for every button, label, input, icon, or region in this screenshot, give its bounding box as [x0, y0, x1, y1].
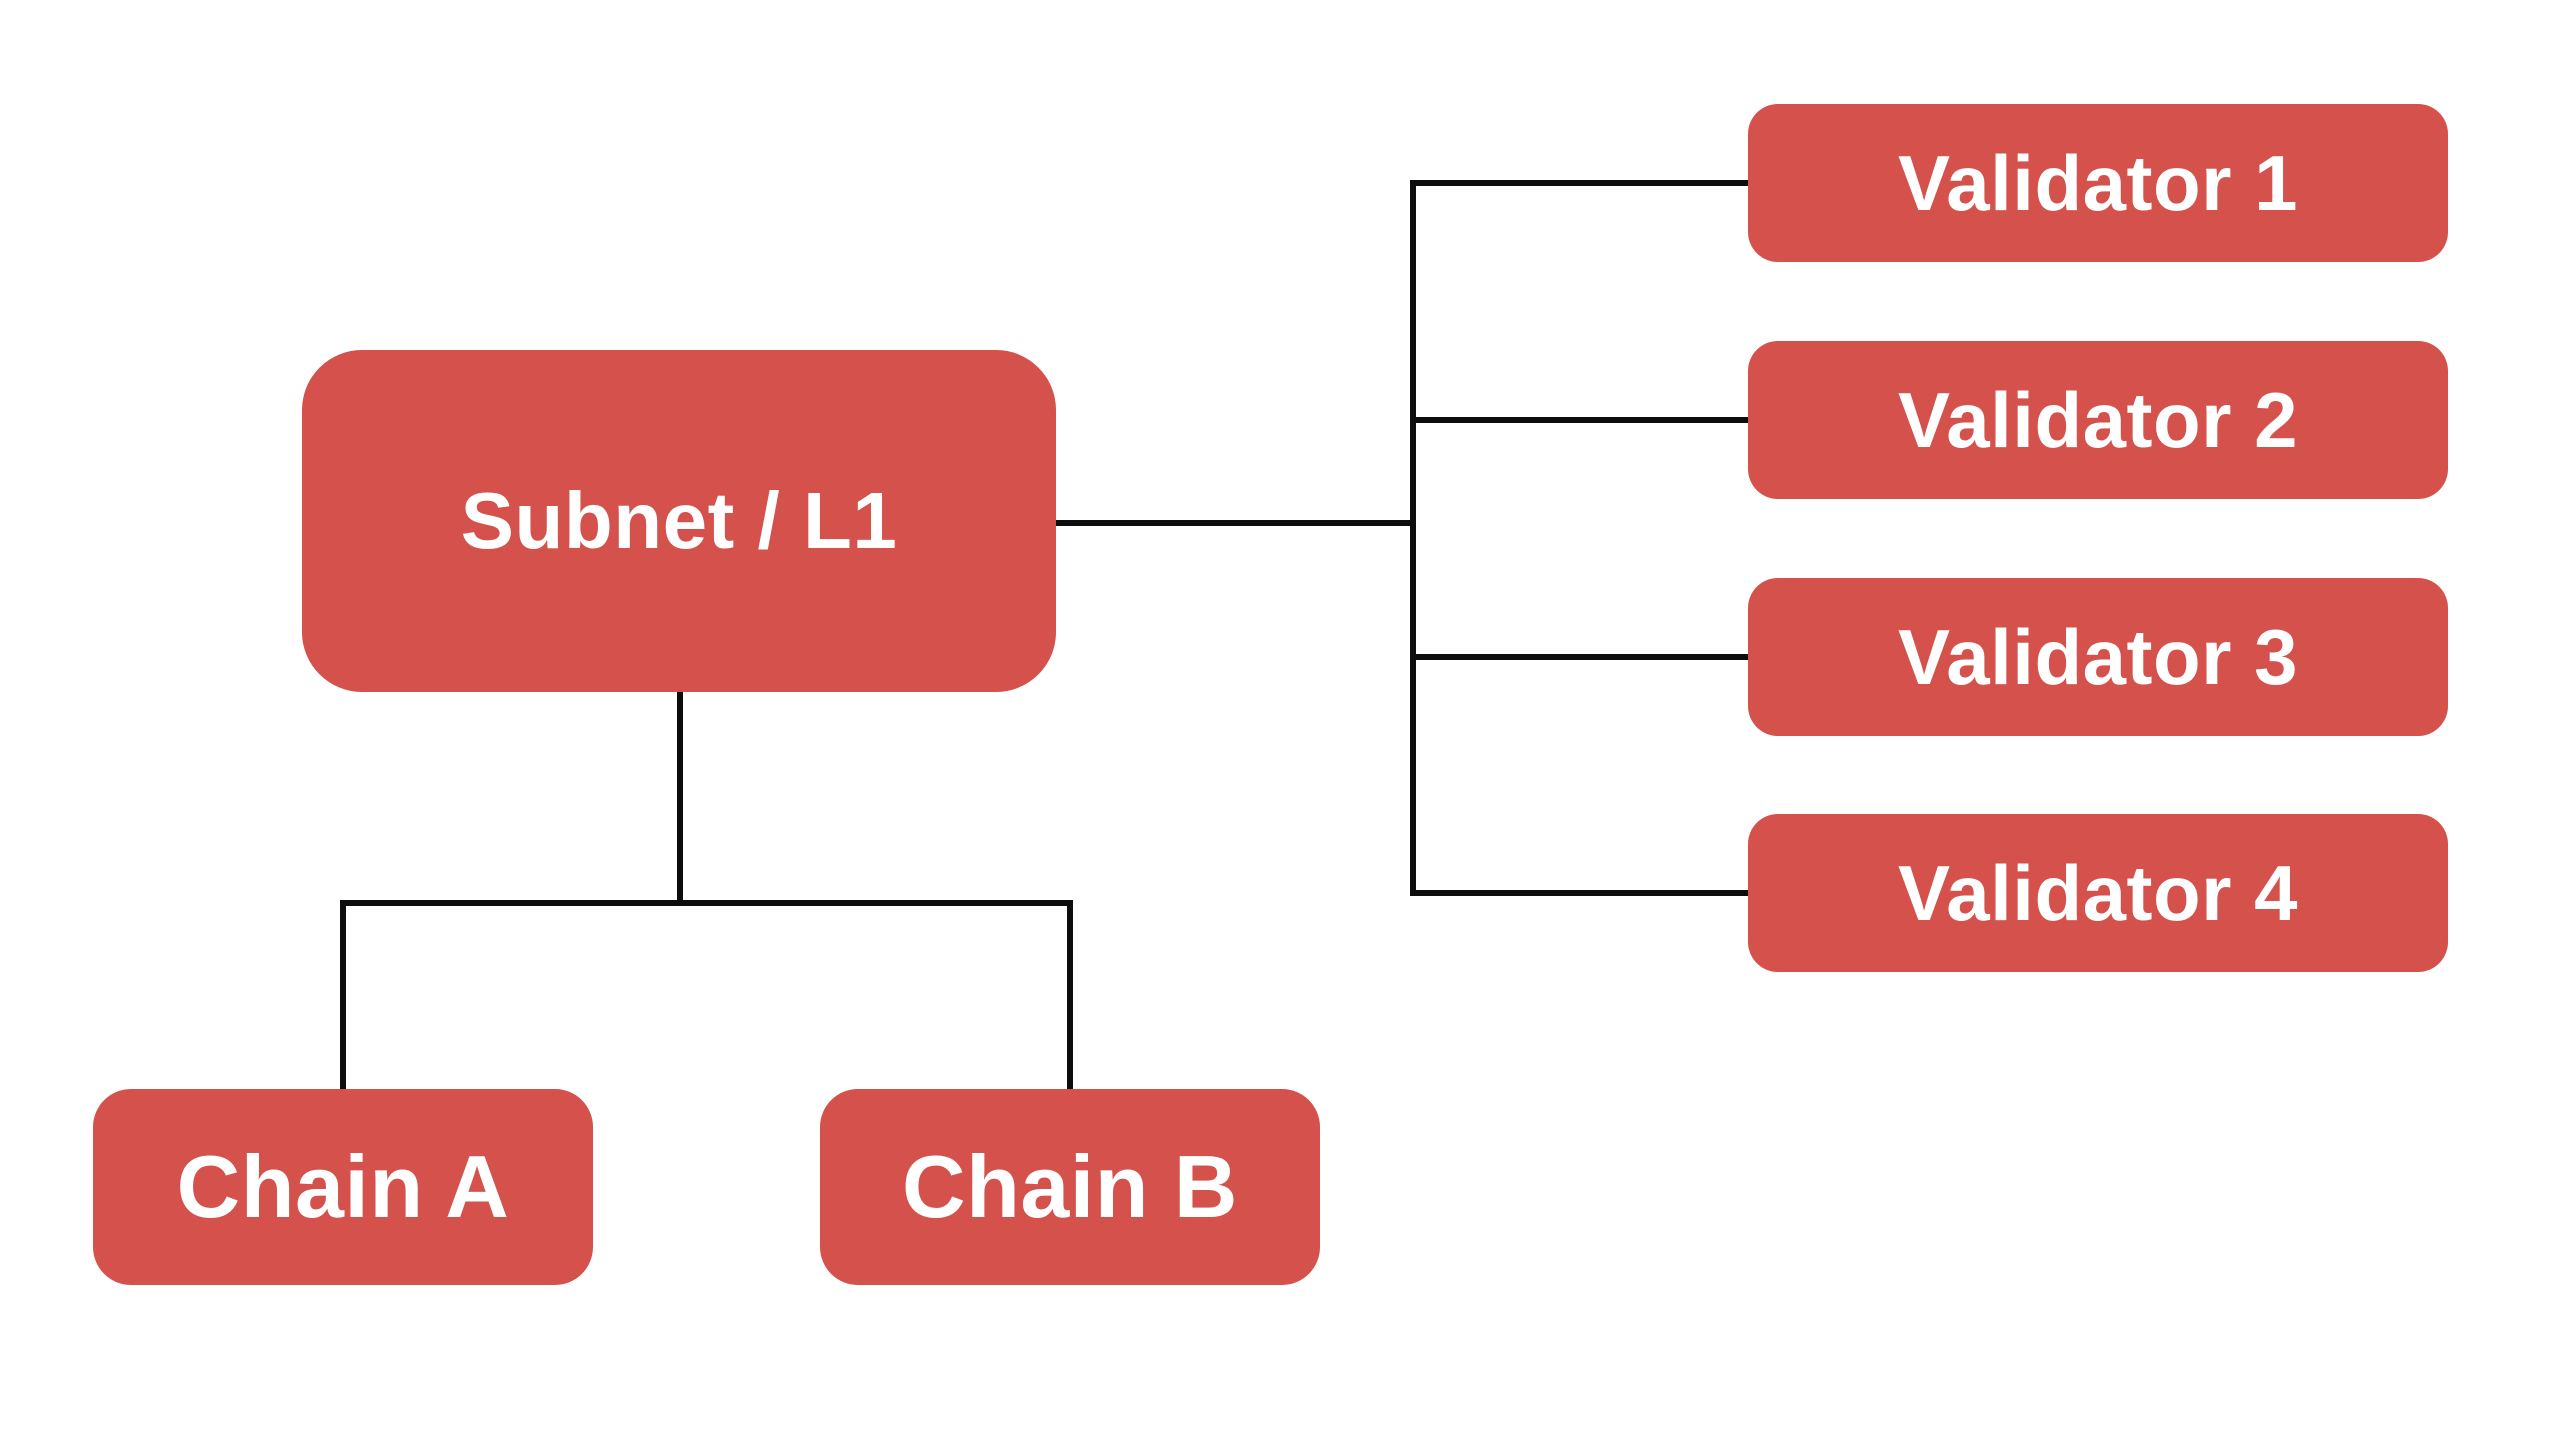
edge-chain-crossbar: [340, 900, 1073, 906]
edge-subnet-to-validator-trunk: [1056, 520, 1416, 526]
node-chain-b-label: Chain B: [902, 1137, 1238, 1236]
node-validator-2-label: Validator 2: [1898, 376, 2298, 464]
node-validator-1: Validator 1: [1748, 104, 2448, 262]
node-validator-4: Validator 4: [1748, 814, 2448, 972]
edge-branch-validator-4: [1410, 890, 1748, 896]
edge-drop-chain-b: [1067, 900, 1073, 1089]
edge-branch-validator-2: [1410, 417, 1748, 423]
node-subnet-l1-label: Subnet / L1: [460, 476, 898, 565]
node-chain-b: Chain B: [820, 1089, 1320, 1285]
node-subnet-l1: Subnet / L1: [302, 350, 1056, 692]
node-validator-2: Validator 2: [1748, 341, 2448, 499]
node-chain-a-label: Chain A: [176, 1137, 510, 1236]
edge-drop-chain-a: [340, 900, 346, 1089]
edge-branch-validator-1: [1410, 180, 1748, 186]
node-chain-a: Chain A: [93, 1089, 593, 1285]
node-validator-3-label: Validator 3: [1898, 613, 2298, 701]
node-validator-4-label: Validator 4: [1898, 849, 2298, 937]
edge-validator-trunk: [1410, 180, 1416, 896]
node-validator-3: Validator 3: [1748, 578, 2448, 736]
edge-subnet-down: [677, 692, 683, 906]
node-validator-1-label: Validator 1: [1898, 139, 2298, 227]
edge-branch-validator-3: [1410, 654, 1748, 660]
